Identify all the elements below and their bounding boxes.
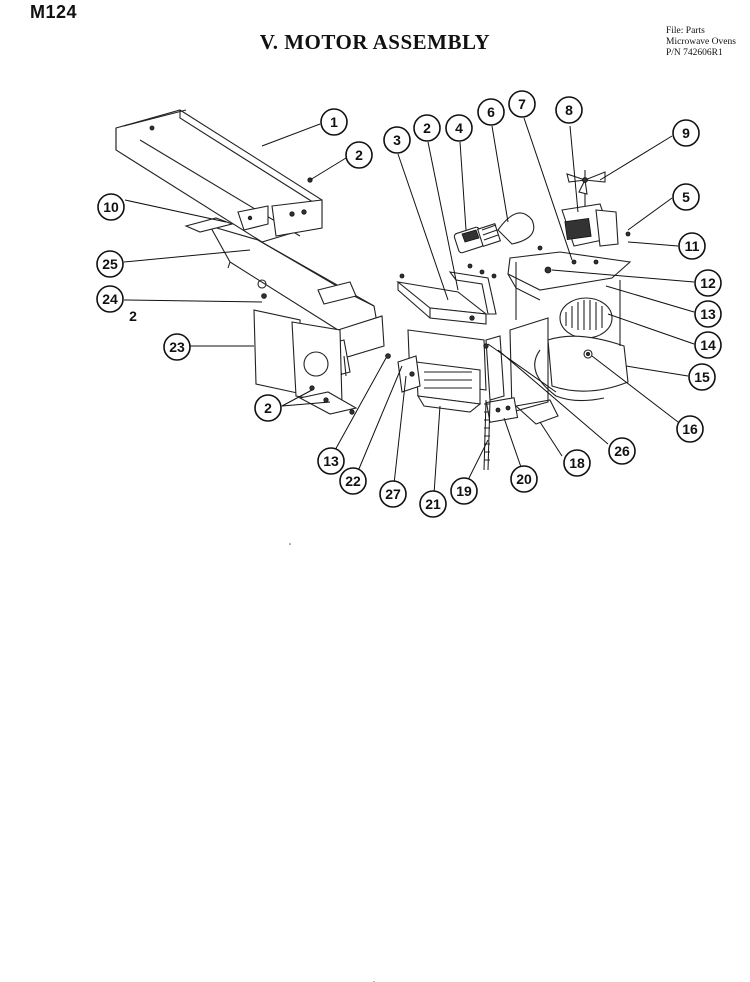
svg-text:16: 16 <box>682 421 698 437</box>
callout-24: 24 <box>96 285 124 313</box>
svg-text:2: 2 <box>129 308 137 324</box>
svg-text:11: 11 <box>685 238 700 254</box>
svg-text:1: 1 <box>330 114 338 130</box>
scan-speck <box>289 543 291 545</box>
callout-2: 2 <box>254 394 282 422</box>
model-number: M124 <box>30 2 78 22</box>
svg-text:23: 23 <box>169 339 185 355</box>
fan-motor-part <box>509 262 629 413</box>
file-info-line: P/N 742606R1 <box>666 48 723 58</box>
svg-text:19: 19 <box>456 483 472 499</box>
svg-text:27: 27 <box>385 486 401 502</box>
svg-text:20: 20 <box>516 471 532 487</box>
svg-text:10: 10 <box>103 199 119 215</box>
callout-3: 3 <box>383 126 411 154</box>
callout-15: 15 <box>688 363 716 391</box>
svg-text:13: 13 <box>323 453 339 469</box>
callout-20: 20 <box>510 465 538 493</box>
callout-14: 14 <box>694 331 722 359</box>
svg-text:25: 25 <box>102 256 118 272</box>
top-rail-part <box>115 109 323 243</box>
svg-text:12: 12 <box>700 275 716 291</box>
callout-26: 26 <box>608 437 636 465</box>
callout-16: 16 <box>676 415 704 443</box>
callout-10: 10 <box>97 193 125 221</box>
callout-11: 11 <box>678 232 706 260</box>
callout-1: 1 <box>320 108 348 136</box>
callout-2: 2 <box>413 114 441 142</box>
callout-23: 23 <box>163 333 191 361</box>
lamp-socket-part <box>453 222 502 254</box>
svg-text:6: 6 <box>487 104 495 120</box>
callout-25: 25 <box>96 250 124 278</box>
callout-9: 9 <box>672 119 700 147</box>
callout-7: 7 <box>508 90 536 118</box>
callout-4: 4 <box>445 114 473 142</box>
svg-text:2: 2 <box>355 147 363 163</box>
callout-12: 12 <box>694 269 722 297</box>
svg-text:14: 14 <box>700 337 716 353</box>
callout-21: 21 <box>419 490 447 518</box>
callout-5: 5 <box>672 183 700 211</box>
svg-text:7: 7 <box>518 96 526 112</box>
callout-19: 19 <box>450 477 478 505</box>
svg-text:5: 5 <box>682 189 690 205</box>
svg-text:8: 8 <box>565 102 573 118</box>
svg-text:9: 9 <box>682 125 690 141</box>
svg-text:4: 4 <box>455 120 463 136</box>
callout-13: 13 <box>317 447 345 475</box>
callout-22: 22 <box>339 467 367 495</box>
callout-8: 8 <box>555 96 583 124</box>
callout-27: 27 <box>379 480 407 508</box>
svg-text:2: 2 <box>264 400 272 416</box>
leader-lines <box>123 117 695 495</box>
callout-2: 2 <box>345 141 373 169</box>
lamp-bulb-part <box>497 212 535 245</box>
svg-text:26: 26 <box>614 443 630 459</box>
svg-text:24: 24 <box>102 291 118 307</box>
file-info: File: Parts Microwave Ovens P/N 742606R1 <box>666 26 736 59</box>
svg-text:21: 21 <box>425 496 441 512</box>
svg-text:13: 13 <box>700 306 716 322</box>
callout-6: 6 <box>477 98 505 126</box>
svg-text:18: 18 <box>569 455 585 471</box>
file-info-line: Microwave Ovens <box>666 37 736 47</box>
file-info-line: File: Parts <box>666 26 705 36</box>
page-title: V. MOTOR ASSEMBLY <box>259 30 491 54</box>
svg-text:15: 15 <box>694 369 710 385</box>
callout-18: 18 <box>563 449 591 477</box>
svg-text:3: 3 <box>393 132 401 148</box>
callout-13: 13 <box>694 300 722 328</box>
thermal-switch-part <box>483 397 559 471</box>
stirrer-motor-part <box>561 170 619 247</box>
svg-text:2: 2 <box>423 120 431 136</box>
mounting-plate-part <box>396 263 497 325</box>
magnetron-part <box>397 315 557 413</box>
side-panel-part <box>253 309 358 415</box>
svg-text:22: 22 <box>345 473 361 489</box>
callout-2: 2 <box>129 308 137 324</box>
